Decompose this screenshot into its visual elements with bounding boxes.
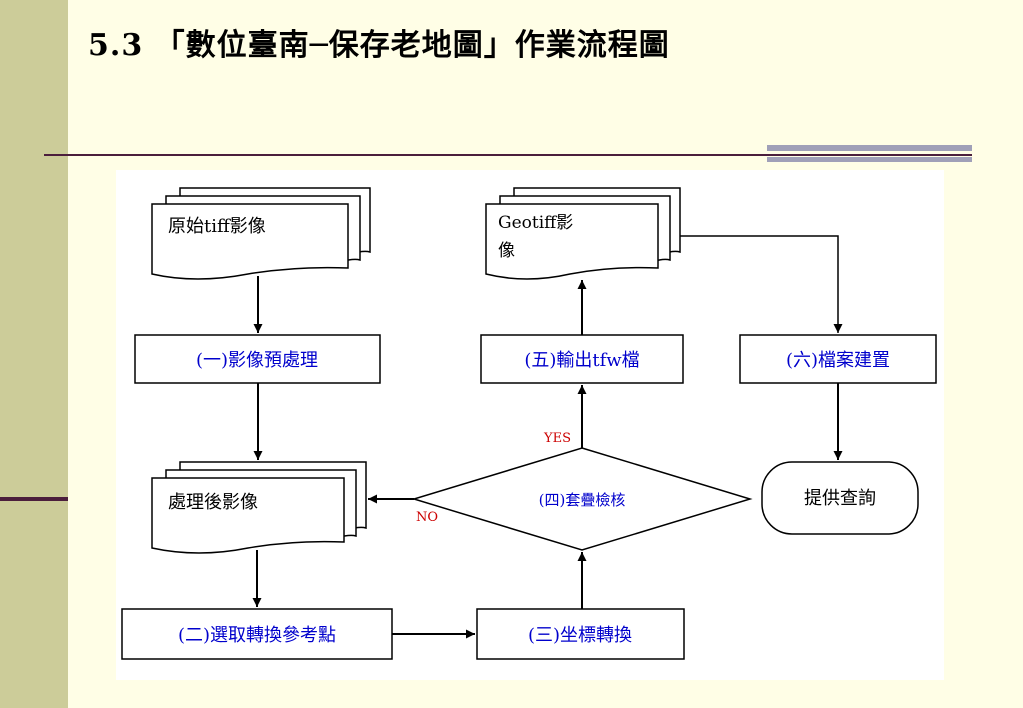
slide-title: 5.3 「數位臺南─保存老地圖」作業流程圖 [88,28,670,63]
step-1-label: (一)影像預處理 [196,350,318,371]
flowchart: 原始tiff影像 Geotiff影 像 處理後影像 (一)影像預處理 (二)選取… [121,187,937,660]
arrow-geotiff-to-step6 [680,235,843,333]
flowchart-panel: 原始tiff影像 Geotiff影 像 處理後影像 (一)影像預處理 (二)選取… [116,170,944,680]
doc-processed-image: 處理後影像 [151,461,367,554]
step-6-box: (六)檔案建置 [739,334,937,384]
step-2-label: (二)選取轉換參考點 [178,625,336,646]
left-accent-bar [0,0,68,708]
doc-processed-label: 處理後影像 [168,492,258,513]
yes-label: YES [543,431,571,446]
step-1-box: (一)影像預處理 [134,334,381,384]
title-rule-accent-top [767,145,972,151]
left-bar-divider [0,497,68,501]
doc-raw-tiff: 原始tiff影像 [151,187,371,280]
doc-raw-tiff-label: 原始tiff影像 [168,216,266,237]
terminal-query: 提供查詢 [761,461,919,535]
title-rule-accent-bottom [767,157,972,162]
step-5-box: (五)輸出tfw檔 [480,334,684,384]
step-5-label: (五)輸出tfw檔 [524,350,639,371]
no-label: NO [416,510,438,525]
doc-geotiff-label-line1: Geotiff影 [498,213,573,233]
step-3-box: (三)坐標轉換 [476,608,685,660]
step-4-diamond: (四)套疊檢核 [411,447,753,551]
doc-geotiff: Geotiff影 像 [485,187,681,280]
step-6-label: (六)檔案建置 [786,350,890,371]
terminal-label: 提供查詢 [804,488,876,509]
title-rule [44,154,972,156]
step-3-label: (三)坐標轉換 [528,625,632,646]
step-2-box: (二)選取轉換參考點 [121,608,393,660]
step-4-label: (四)套疊檢核 [539,491,626,509]
doc-geotiff-label-line2: 像 [498,241,515,261]
